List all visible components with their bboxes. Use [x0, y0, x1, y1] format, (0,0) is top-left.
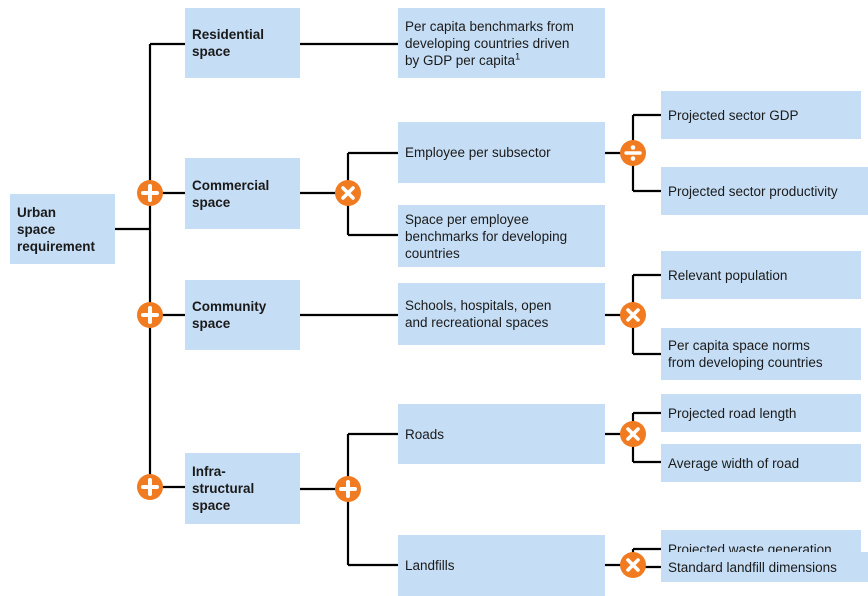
driver-label: Schools, hospitals, open and recreationa…	[405, 298, 552, 330]
driver-roads: Roads	[398, 404, 605, 464]
root-label: Urban space requirement	[17, 204, 96, 254]
leaf-average-road-width: Average width of road	[661, 444, 861, 482]
category-commercial: Commercial space	[185, 158, 300, 229]
root-node: Urban space requirement	[10, 194, 115, 264]
category-label: Infra- structural space	[192, 464, 255, 513]
category-label: Community space	[192, 299, 267, 331]
category-residential: Residential space	[185, 8, 300, 78]
plus-operator-icon	[137, 302, 163, 328]
driver-landfills: Landfills	[398, 535, 605, 596]
category-label: Commercial space	[192, 177, 270, 210]
multiply-operator-icon	[620, 302, 646, 328]
category-label: Residential space	[192, 27, 265, 59]
driver-employee-per-subsector: Employee per subsector	[398, 122, 605, 183]
driver-space-per-employee: Space per employee benchmarks for develo…	[398, 205, 605, 267]
plus-operator-icon	[137, 180, 163, 206]
leaf-label: Projected sector productivity	[668, 183, 838, 199]
multiply-operator-icon	[335, 180, 361, 206]
plus-operator-icon	[335, 476, 361, 502]
leaf-label: Per capita space norms from developing c…	[668, 338, 823, 370]
leaf-standard-landfill-dimensions: Standard landfill dimensions	[661, 552, 868, 582]
leaf-projected-road-length: Projected road length	[661, 394, 861, 432]
footnote-marker: 1	[515, 51, 521, 61]
multiply-operator-icon	[620, 421, 646, 447]
leaf-label: Standard landfill dimensions	[668, 559, 837, 575]
category-infrastructural: Infra- structural space	[185, 453, 300, 524]
driver-label: Per capita benchmarks from developing co…	[405, 18, 574, 68]
driver-label: Landfills	[405, 558, 455, 573]
category-community: Community space	[185, 280, 300, 350]
multiply-operator-icon	[620, 552, 646, 578]
driver-label: Space per employee benchmarks for develo…	[405, 211, 568, 261]
driver-label: Employee per subsector	[405, 145, 551, 160]
divide-operator-icon	[620, 140, 646, 166]
leaf-relevant-population: Relevant population	[661, 251, 861, 299]
leaf-projected-sector-productivity: Projected sector productivity	[661, 167, 868, 215]
leaf-label: Average width of road	[668, 455, 800, 471]
leaf-label: Relevant population	[668, 267, 788, 283]
leaf-per-capita-space-norms: Per capita space norms from developing c…	[661, 328, 861, 380]
urban-space-tree-diagram: Urban space requirement Residential spac…	[10, 8, 868, 596]
driver-residential-benchmarks: Per capita benchmarks from developing co…	[398, 8, 605, 78]
driver-schools-hospitals: Schools, hospitals, open and recreationa…	[398, 283, 605, 345]
plus-operator-icon	[137, 474, 163, 500]
leaf-projected-sector-gdp: Projected sector GDP	[661, 91, 861, 139]
leaf-label: Projected road length	[668, 405, 797, 421]
leaf-label: Projected sector GDP	[668, 107, 799, 123]
driver-label: Roads	[405, 426, 445, 442]
